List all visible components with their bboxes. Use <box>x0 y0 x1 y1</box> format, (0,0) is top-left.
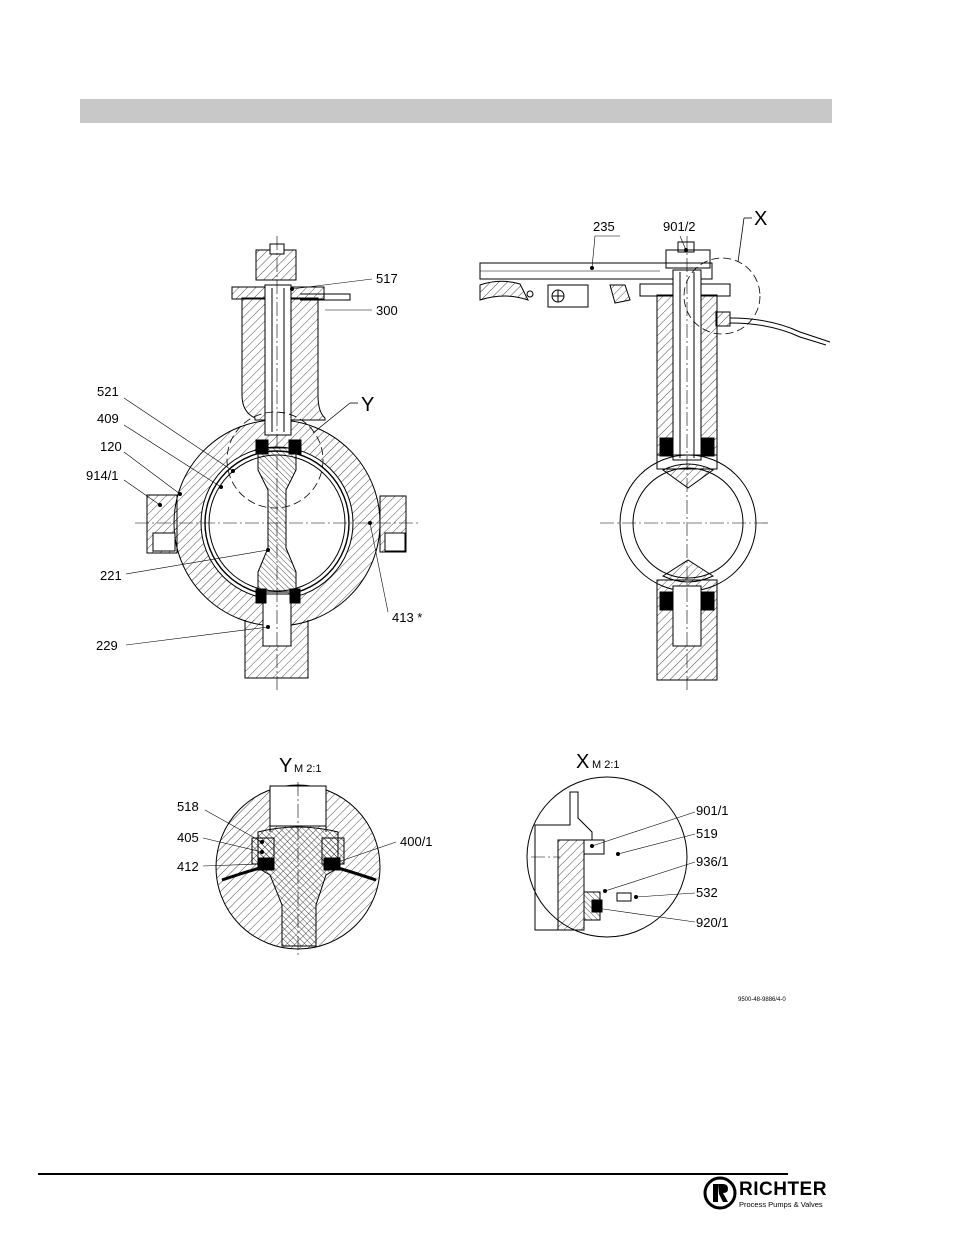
callout-521: 521 <box>97 384 119 399</box>
side-view-callouts: 235 901/2 X <box>593 208 767 234</box>
callout-229: 229 <box>96 638 118 653</box>
richter-logo-icon <box>703 1176 737 1210</box>
detail-x-view <box>527 777 695 937</box>
side-view-callout-dots <box>590 248 688 270</box>
brand-name: RICHTER <box>739 1179 827 1201</box>
callout-901-2: 901/2 <box>663 219 696 234</box>
footer-rule <box>38 1173 788 1175</box>
callout-936-1: 936/1 <box>696 854 729 869</box>
detail-marker-y: Y <box>361 394 374 416</box>
detail-y-view <box>203 782 396 955</box>
detail-x-title-scale: M 2:1 <box>592 759 620 771</box>
side-view <box>480 218 830 690</box>
callout-920-1: 920/1 <box>696 915 729 930</box>
callout-413: 413 * <box>392 610 422 625</box>
detail-x-title-letter: X <box>576 751 589 773</box>
callout-300: 300 <box>376 303 398 318</box>
callout-517: 517 <box>376 271 398 286</box>
callout-235: 235 <box>593 219 615 234</box>
callout-405: 405 <box>177 830 199 845</box>
callout-120: 120 <box>100 439 122 454</box>
callout-409: 409 <box>97 411 119 426</box>
callout-901-1: 901/1 <box>696 803 729 818</box>
detail-y-title-scale: M 2:1 <box>294 763 322 775</box>
brand-logo: RICHTER Process Pumps & Valves <box>703 1176 833 1216</box>
callout-914-1: 914/1 <box>86 468 119 483</box>
callout-400-1: 400/1 <box>400 834 433 849</box>
callout-532: 532 <box>696 885 718 900</box>
callout-412: 412 <box>177 859 199 874</box>
brand-tagline: Process Pumps & Valves <box>739 1200 823 1209</box>
detail-y-title-letter: Y <box>279 755 292 777</box>
detail-marker-x: X <box>754 208 767 230</box>
drawing-number: 9500-48-9886/4-0 <box>738 997 786 1003</box>
callout-518: 518 <box>177 799 199 814</box>
callout-519: 519 <box>696 826 718 841</box>
callout-221: 221 <box>100 568 122 583</box>
